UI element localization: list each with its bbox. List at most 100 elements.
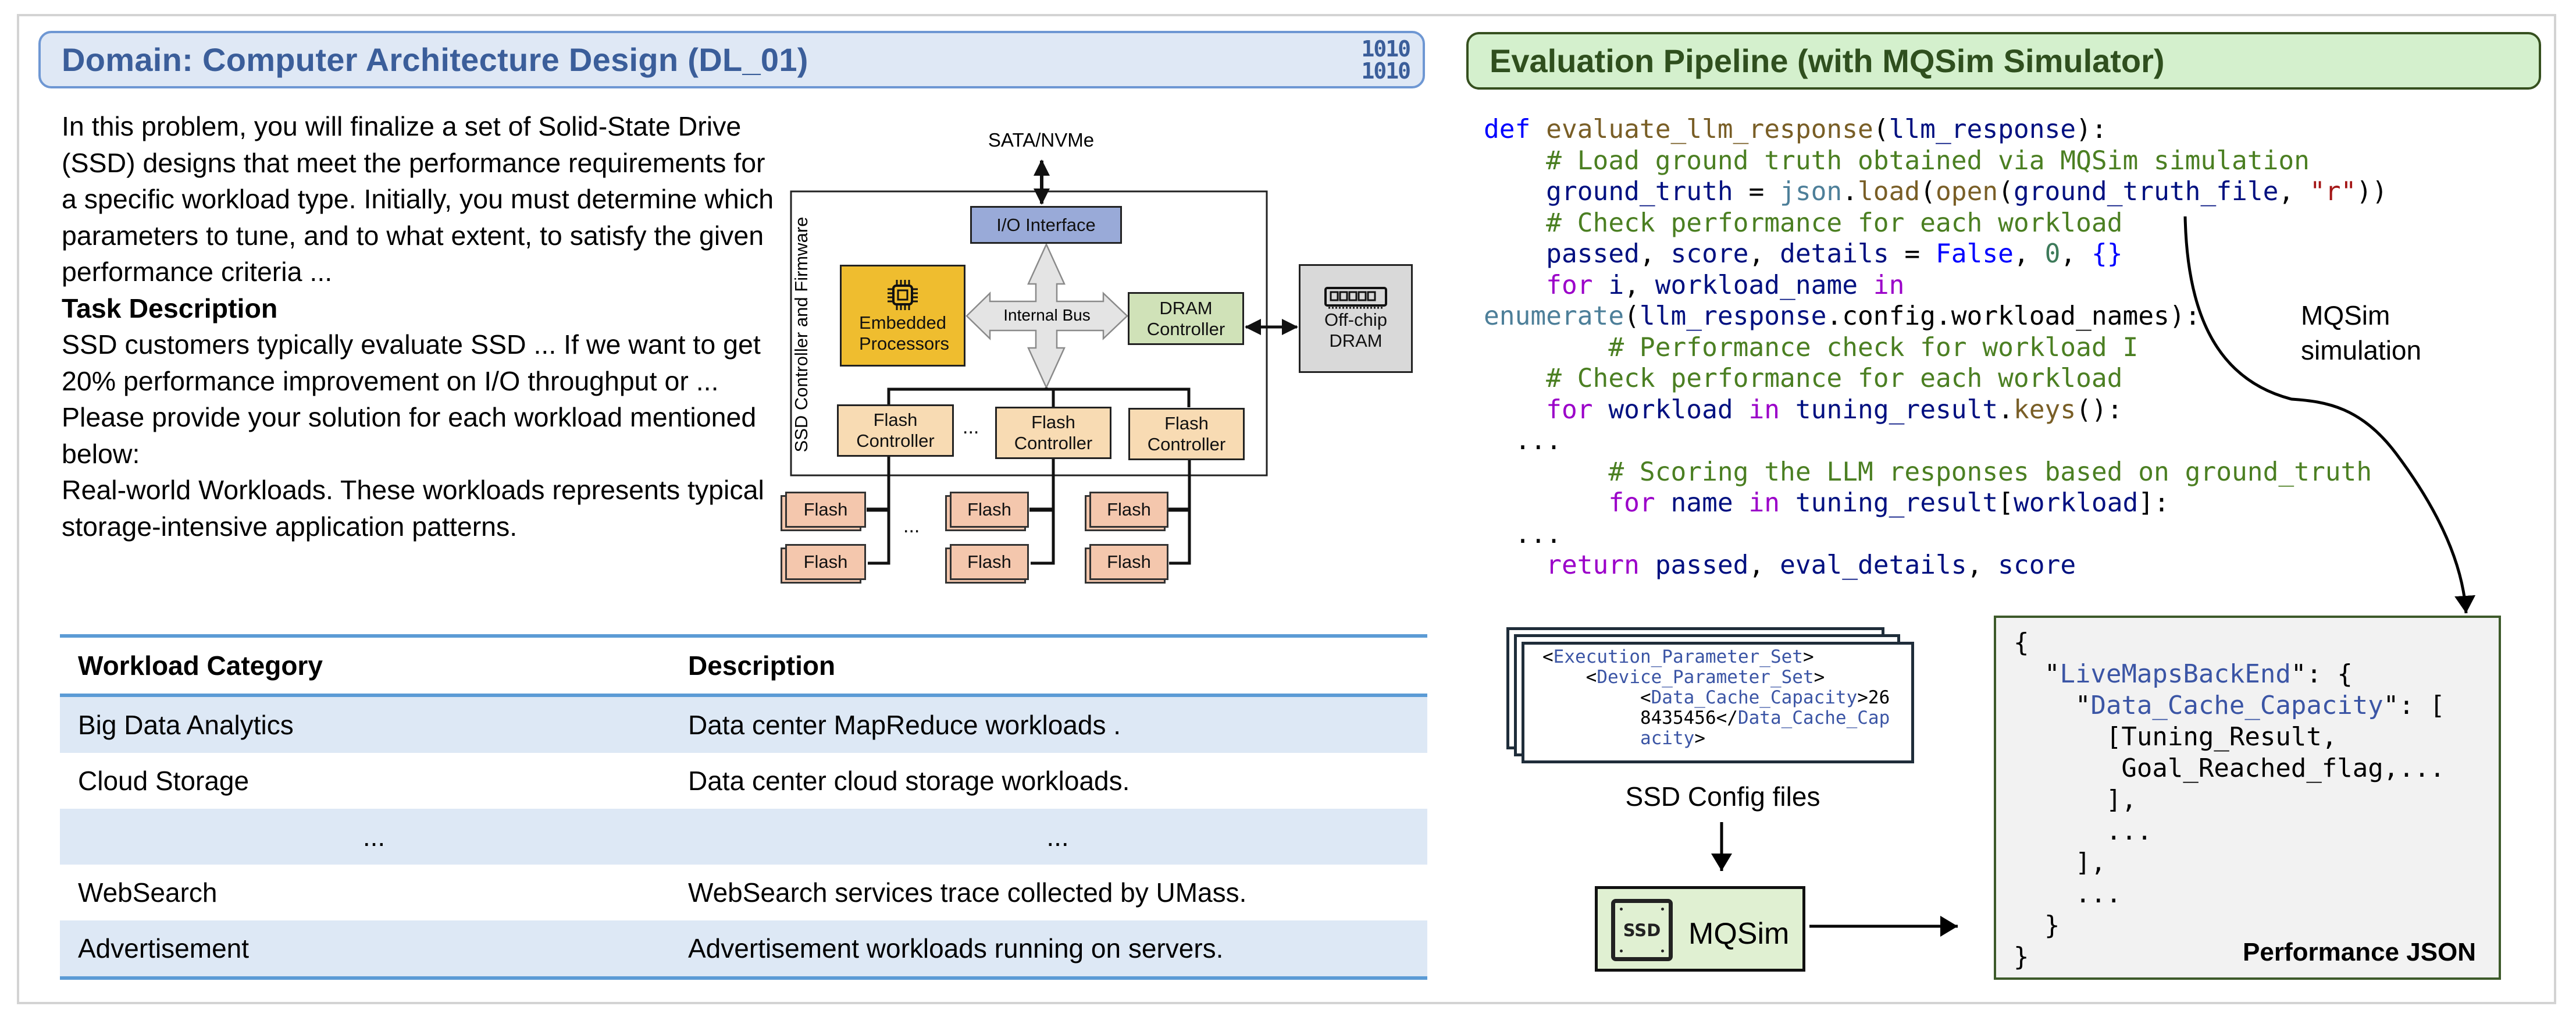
controller-label: SSD Controller and Firmware bbox=[791, 216, 811, 453]
flash-chip: Flash bbox=[785, 544, 866, 580]
code-token: 8435456</ bbox=[1542, 707, 1738, 728]
workload-category: WebSearch bbox=[78, 877, 218, 908]
code-token: tuning_result bbox=[1795, 488, 1998, 518]
code-token: Data_Cache_Capacity bbox=[1651, 687, 1858, 708]
code-token: , bbox=[2013, 239, 2045, 269]
flash-chip: Flash bbox=[950, 544, 1029, 580]
code-token: , bbox=[1639, 239, 1671, 269]
workload-category: ... bbox=[60, 809, 688, 865]
code-token: def bbox=[1484, 115, 1547, 144]
code-token: ( bbox=[1920, 177, 1936, 207]
performance-json-label: Performance JSON bbox=[2243, 938, 2477, 966]
code-token: acity bbox=[1640, 728, 1695, 749]
code-token: tuning_result bbox=[1795, 394, 1998, 425]
code-token: ( bbox=[1873, 115, 1889, 144]
mqsim-simulation-label-line: MQSim bbox=[2301, 300, 2390, 330]
code-token: [ bbox=[1998, 488, 2014, 518]
code-line: ], bbox=[2014, 847, 2445, 879]
code-token: # Check performance for each workload bbox=[1546, 364, 2123, 393]
code-line: [Tuning_Result, bbox=[2014, 721, 2445, 753]
code-token: # Performance check for workload I bbox=[1608, 332, 2139, 362]
code-token: llm_response bbox=[1639, 301, 1827, 331]
code-token: ( bbox=[1998, 177, 2014, 207]
code-token: < bbox=[1542, 667, 1597, 688]
mqsim-simulation-label-line: simulation bbox=[2301, 335, 2422, 365]
code-token: )) bbox=[2356, 177, 2388, 207]
code-token bbox=[1484, 550, 1546, 580]
task-heading: Task Description bbox=[62, 293, 278, 323]
code-line: Goal_Reached_flag,... bbox=[2014, 753, 2445, 784]
code-token: } bbox=[2014, 911, 2060, 940]
task-text: SSD customers typically evaluate SSD ...… bbox=[62, 329, 761, 469]
config-file-card bbox=[1522, 642, 1914, 763]
pipeline-title: Evaluation Pipeline (with MQSim Simulato… bbox=[1490, 42, 2165, 79]
code-token: return bbox=[1546, 550, 1655, 580]
code-token bbox=[1484, 177, 1546, 207]
code-token: score bbox=[1670, 239, 1749, 269]
workload-description: Data center cloud storage workloads. bbox=[688, 766, 1130, 796]
code-token: in bbox=[1858, 270, 1905, 300]
code-token: ": [ bbox=[2383, 691, 2445, 720]
offchip-dram-label: Off-chip DRAM bbox=[1324, 309, 1387, 351]
flash-channel-2 bbox=[1031, 459, 1055, 565]
code-token: .config.workload_names): bbox=[1826, 301, 2201, 331]
code-line: ], bbox=[2014, 784, 2445, 816]
code-line: # Check performance for each workload bbox=[1484, 208, 2388, 239]
code-token: < bbox=[1542, 687, 1651, 708]
workload-description: Data center MapReduce workloads . bbox=[688, 695, 1427, 753]
code-token: enumerate bbox=[1484, 301, 1624, 331]
code-token: eval_details bbox=[1780, 550, 1967, 580]
code-token: Execution_Parameter_Set bbox=[1553, 646, 1803, 667]
code-line: # Scoring the LLM responses based on gro… bbox=[1484, 457, 2388, 488]
code-token: > bbox=[1802, 646, 1814, 667]
code-token: ... bbox=[1484, 519, 1562, 549]
flash-bus-line bbox=[887, 387, 1191, 407]
embedded-processors-block: Embedded Processors bbox=[840, 265, 965, 367]
code-token: name bbox=[1670, 488, 1733, 518]
code-token: 0 bbox=[2044, 239, 2061, 269]
code-token: ): bbox=[2076, 115, 2107, 144]
code-token: workload bbox=[2013, 488, 2139, 518]
internal-bus-label: Internal Bus bbox=[1003, 306, 1091, 324]
code-token bbox=[1484, 208, 1546, 238]
code-token: evaluate_llm_response bbox=[1546, 115, 1873, 144]
flash-label: Flash bbox=[803, 499, 848, 520]
flash-controller-label: Flash Controller bbox=[1147, 413, 1226, 454]
code-token: ( bbox=[1624, 301, 1640, 331]
code-line: ... bbox=[2014, 879, 2445, 910]
flash-label: Flash bbox=[1107, 552, 1151, 572]
code-token: , bbox=[1748, 550, 1780, 580]
code-token: False bbox=[1936, 239, 2014, 269]
code-token: for bbox=[1608, 488, 1671, 518]
code-token: >26 bbox=[1857, 687, 1890, 708]
code-token: ground_truth bbox=[1546, 177, 1733, 207]
code-token: llm_response bbox=[1889, 115, 2076, 144]
dram-controller-label: DRAM Controller bbox=[1146, 297, 1225, 339]
flash-label: Flash bbox=[967, 552, 1011, 572]
config-file-content: <Execution_Parameter_Set> <Device_Parame… bbox=[1542, 647, 1890, 749]
code-token: {} bbox=[2091, 239, 2123, 269]
code-token bbox=[1484, 146, 1546, 176]
code-token: , bbox=[2278, 177, 2310, 207]
code-token: . bbox=[1842, 177, 1858, 207]
code-line: 8435456</Data_Cache_Cap bbox=[1542, 708, 1890, 728]
cpu-chip-icon bbox=[888, 279, 918, 310]
code-line: # Load ground truth obtained via MQSim s… bbox=[1484, 145, 2388, 177]
figure-frame bbox=[17, 14, 2556, 1004]
code-token: = bbox=[1889, 239, 1936, 269]
code-token bbox=[1484, 457, 1608, 487]
column-header-description: Description bbox=[688, 634, 1427, 697]
code-token: ... bbox=[1484, 426, 1562, 456]
code-token: ], bbox=[2014, 848, 2106, 877]
code-token: workload bbox=[1608, 394, 1733, 425]
code-token: ": { bbox=[2290, 659, 2353, 689]
code-line: passed, score, details = False, 0, {} bbox=[1484, 239, 2388, 270]
code-token: < bbox=[1542, 646, 1554, 667]
code-line: for workload in tuning_result.keys(): bbox=[1484, 394, 2388, 426]
offchip-dram-block: Off-chip DRAM bbox=[1299, 264, 1413, 373]
intro-paragraph: In this problem, you will finalize a set… bbox=[62, 111, 774, 287]
code-token: Goal_Reached_flag,... bbox=[2014, 753, 2445, 783]
code-line: # Performance check for workload I bbox=[1484, 332, 2388, 364]
workloads-text: Real-world Workloads. These workloads re… bbox=[62, 475, 764, 542]
